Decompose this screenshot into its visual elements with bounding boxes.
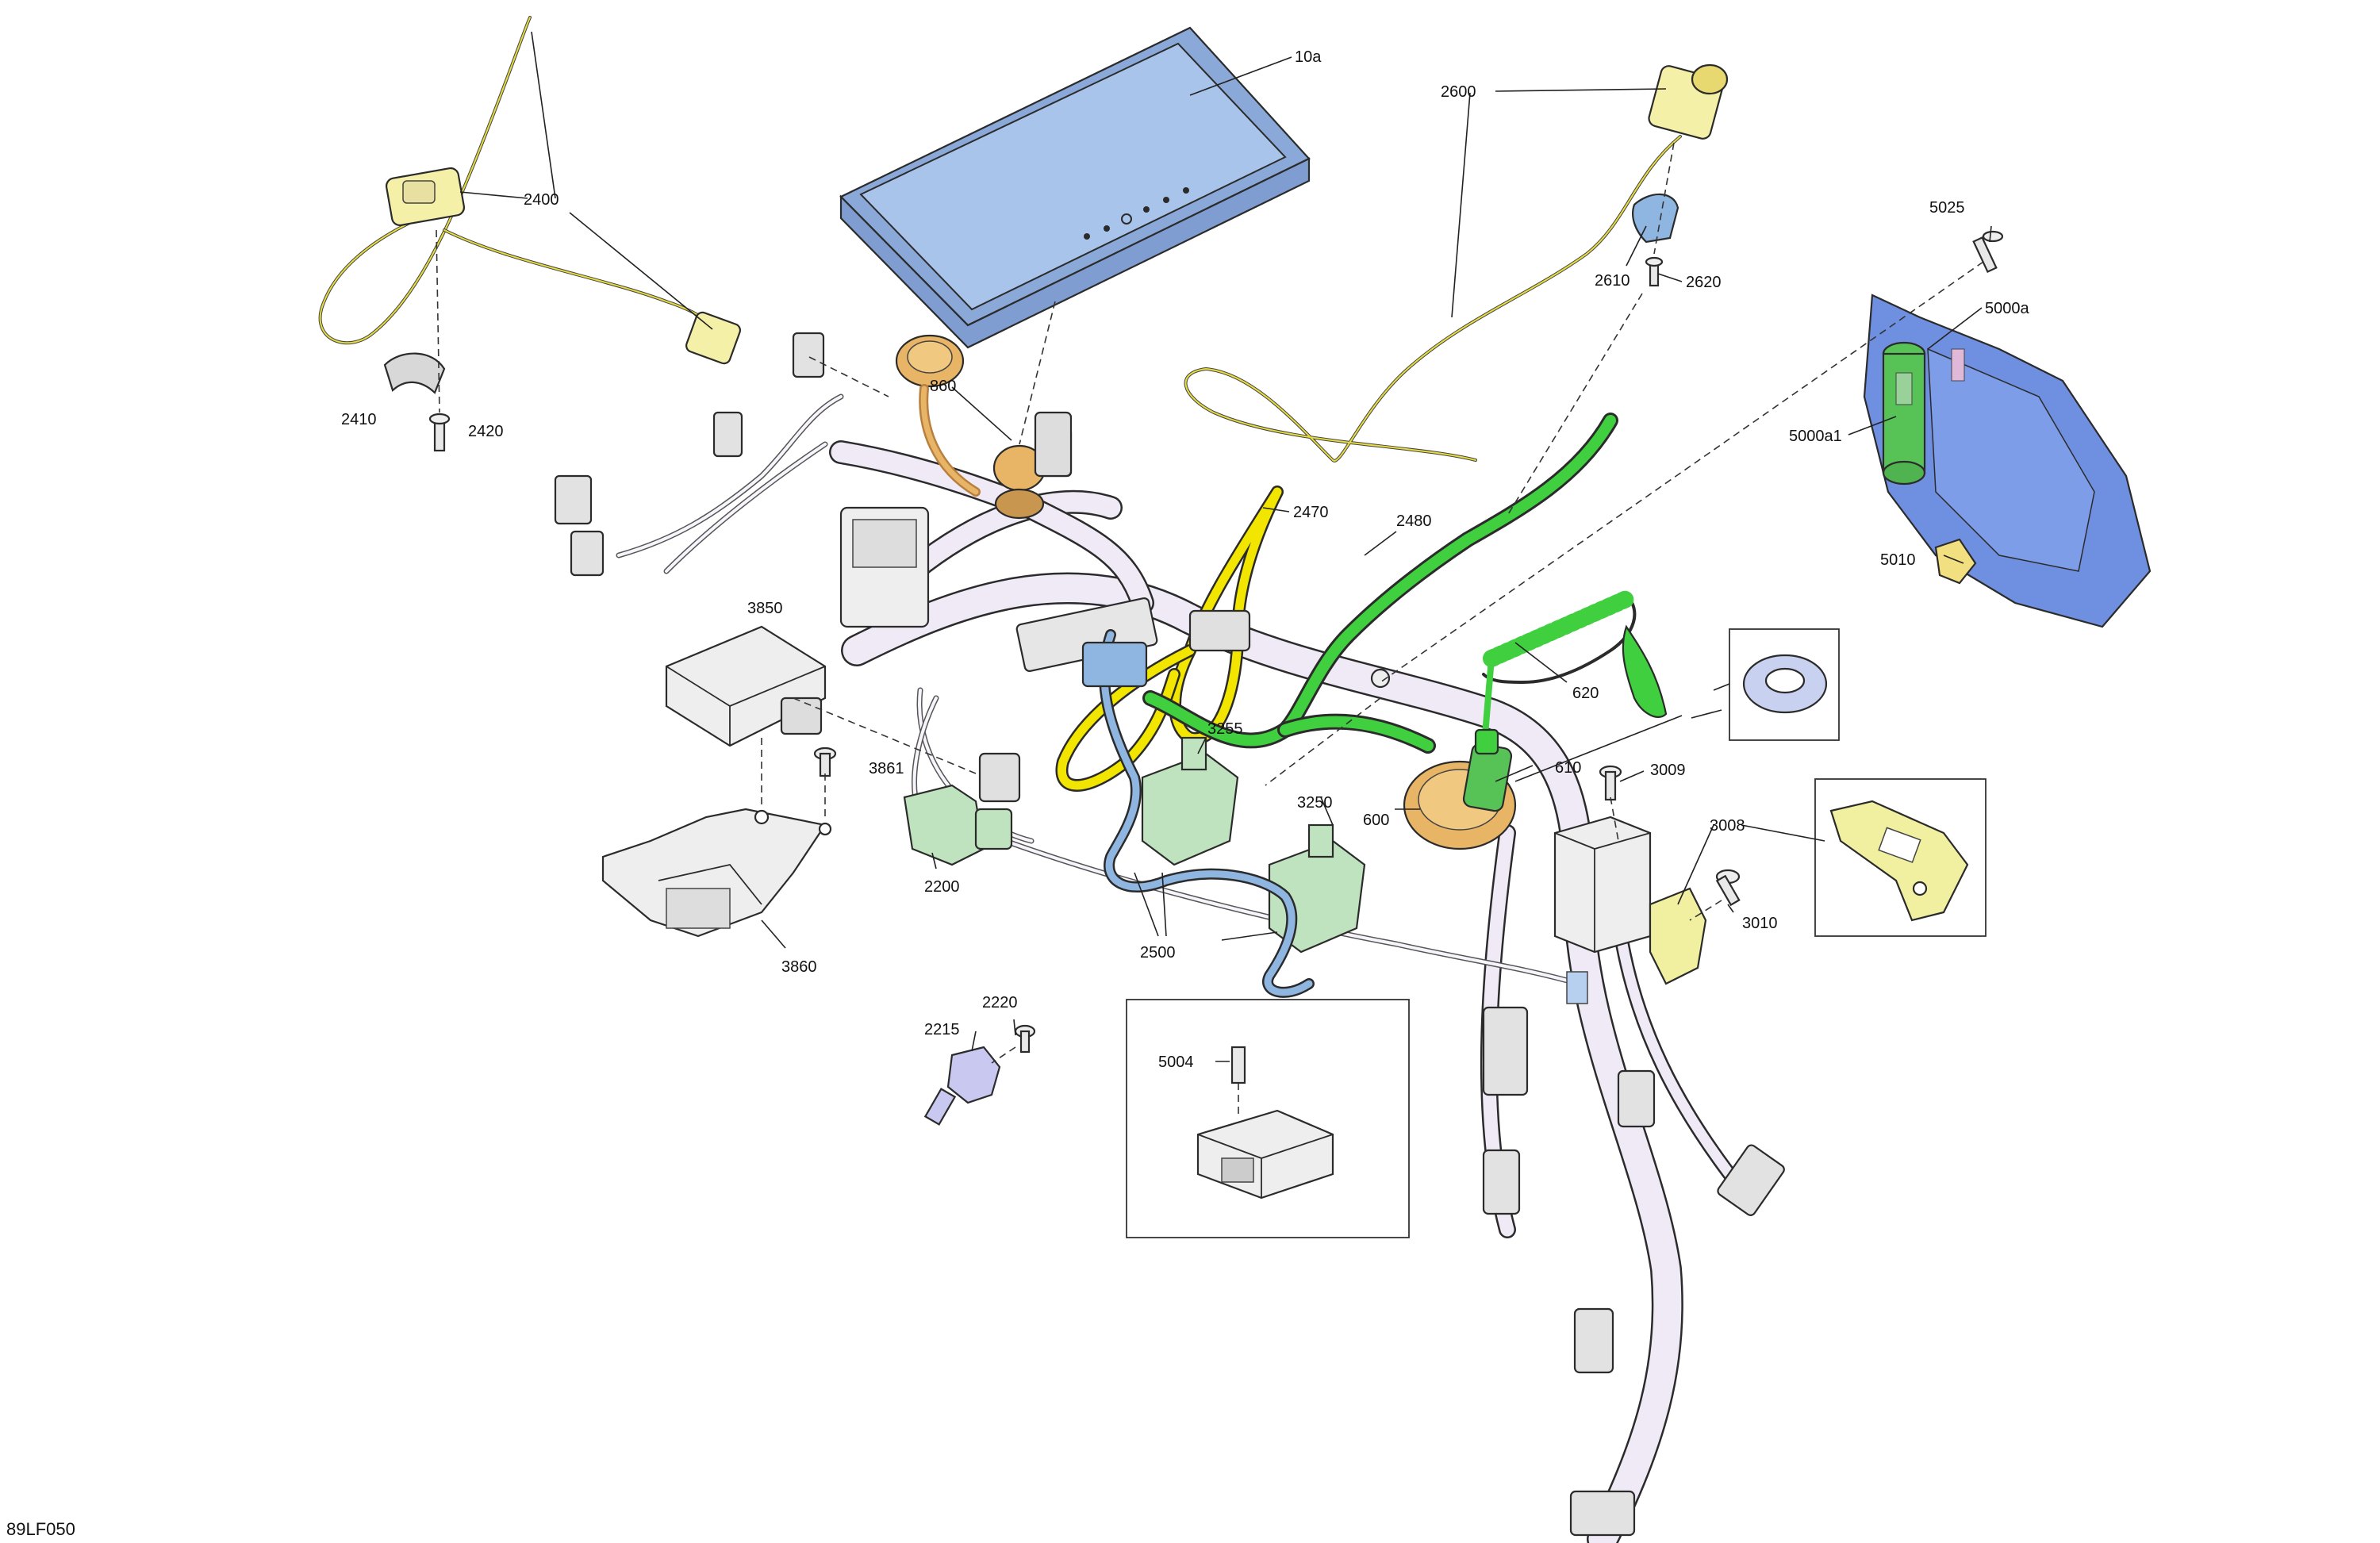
label-3010: 3010	[1742, 915, 1778, 932]
coil-cord-620	[1480, 590, 1668, 757]
screw-3861	[813, 747, 837, 777]
harness-2500	[1081, 609, 1315, 998]
screw-2420	[428, 413, 451, 452]
switch-3255	[1141, 736, 1239, 866]
sensor-2215	[923, 1046, 1001, 1126]
screw-3009	[1599, 765, 1622, 801]
inset-bracket-box	[1814, 778, 1987, 937]
label-5025: 5025	[1929, 199, 1965, 217]
label-3861: 3861	[869, 760, 904, 777]
label-5004: 5004	[1158, 1054, 1194, 1071]
wire-2480	[1142, 413, 1618, 754]
label-2220: 2220	[982, 994, 1018, 1011]
label-3250: 3250	[1297, 794, 1333, 812]
label-5000a1: 5000a1	[1789, 428, 1842, 445]
label-3860: 3860	[781, 958, 817, 976]
screw-5025	[1972, 230, 2004, 274]
inset-grommet-box	[1729, 628, 1840, 741]
label-600: 600	[1363, 812, 1389, 829]
cable-2600	[1184, 63, 1729, 463]
label-2480: 2480	[1396, 512, 1432, 530]
label-3008: 3008	[1710, 817, 1745, 835]
assembly-lines	[436, 142, 1984, 1119]
label-2400: 2400	[524, 191, 559, 209]
bracket-3860	[601, 808, 832, 938]
cable-2400	[318, 16, 741, 365]
label-3850: 3850	[747, 600, 783, 617]
label-2200: 2200	[924, 878, 960, 896]
screw-2220	[1014, 1024, 1036, 1054]
clip-2410	[383, 352, 446, 394]
module-5000a	[1863, 294, 2152, 628]
plug-610	[1462, 728, 1513, 812]
label-10a: 10a	[1295, 48, 1322, 66]
label-2620: 2620	[1686, 274, 1722, 291]
label-2420: 2420	[468, 423, 504, 440]
socket-860	[895, 334, 1073, 520]
label-3009: 3009	[1650, 762, 1686, 779]
label-5000a: 5000a	[1985, 300, 2029, 317]
display-10a	[839, 26, 1311, 349]
label-2610: 2610	[1595, 272, 1630, 290]
sensor-2200	[903, 752, 1021, 866]
bracket-3008-small	[1649, 887, 1707, 985]
clip-2610	[1632, 193, 1679, 244]
label-2500: 2500	[1140, 944, 1176, 961]
label-620: 620	[1572, 685, 1599, 702]
label-860: 860	[930, 378, 956, 395]
label-2410: 2410	[341, 411, 377, 428]
label-610: 610	[1555, 759, 1581, 777]
label-2600: 2600	[1441, 83, 1476, 101]
screw-2620	[1645, 256, 1664, 287]
relay-block	[1553, 816, 1652, 954]
part-labels: 10a 2400 2410 2420 860 2600 2610 2620 50…	[6, 48, 2029, 1539]
label-3255: 3255	[1207, 720, 1243, 738]
inset-switch-box	[1126, 999, 1410, 1238]
label-2215: 2215	[924, 1021, 960, 1038]
figure-code: 89LF050	[6, 1519, 75, 1539]
module-3850	[665, 625, 827, 747]
leader-lines	[459, 31, 1992, 1062]
label-5010: 5010	[1880, 551, 1916, 569]
screw-3010	[1715, 869, 1741, 907]
label-2470: 2470	[1293, 504, 1329, 521]
